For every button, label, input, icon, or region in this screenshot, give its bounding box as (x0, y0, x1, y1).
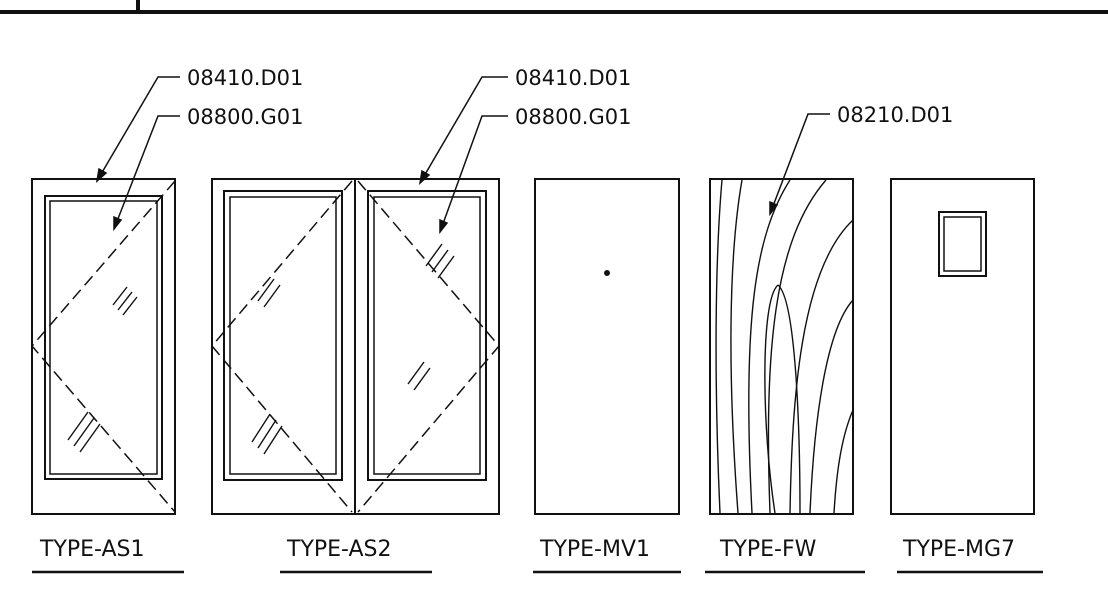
fw-wood-grain (715, 179, 854, 514)
as1-glass-inner (49, 200, 158, 475)
mg7-type-label: TYPE-MG7 (902, 537, 1015, 562)
as1-swing-line (31, 180, 176, 513)
fw-leader (769, 113, 830, 217)
door-type-mg7: TYPE-MG7 (890, 178, 1043, 574)
as2-right-glass-inner (373, 196, 481, 475)
as2-frame-callout: 08410.D01 (515, 66, 631, 90)
as2-type-label: TYPE-AS2 (286, 537, 392, 562)
title-block-border (0, 0, 1108, 14)
as1-glass-callout: 08800.G01 (187, 105, 303, 129)
mv1-hardware-dot (604, 270, 610, 276)
as1-frame-callout: 08410.D01 (187, 66, 303, 90)
mg7-door-panel (890, 178, 1035, 515)
as1-glass-hatch (67, 286, 138, 453)
door-type-as1: 08410.D01 08800.G01 TYPE-AS1 (31, 66, 303, 574)
as1-glass-outer (44, 195, 163, 480)
mv1-type-label: TYPE-MV1 (539, 537, 650, 562)
as1-leaders (95, 76, 180, 232)
mg7-vision-lite-outer (938, 211, 987, 277)
mv1-door-panel (534, 178, 680, 515)
fw-door-panel (709, 178, 854, 515)
fw-type-label: TYPE-FW (719, 537, 817, 562)
as2-left-swing-line (211, 180, 353, 513)
door-type-fw: 08210.D01 TYPE-FW (705, 103, 953, 574)
as2-leaders (418, 76, 508, 235)
as1-outer-frame (31, 178, 176, 515)
as2-glass-callout: 08800.G01 (515, 105, 631, 129)
as2-glass-hatch (251, 243, 455, 455)
mg7-vision-lite-inner (943, 216, 982, 272)
fw-door-callout: 08210.D01 (837, 103, 953, 127)
as2-right-glass-outer (367, 190, 487, 481)
door-type-as2: 08410.D01 08800.G01 TYPE-AS2 (211, 66, 631, 574)
as2-right-swing-line (357, 180, 500, 513)
as2-left-glass-inner (229, 196, 337, 475)
door-type-mv1: TYPE-MV1 (533, 178, 681, 574)
as2-left-glass-outer (223, 190, 343, 481)
as1-type-label: TYPE-AS1 (39, 537, 145, 562)
